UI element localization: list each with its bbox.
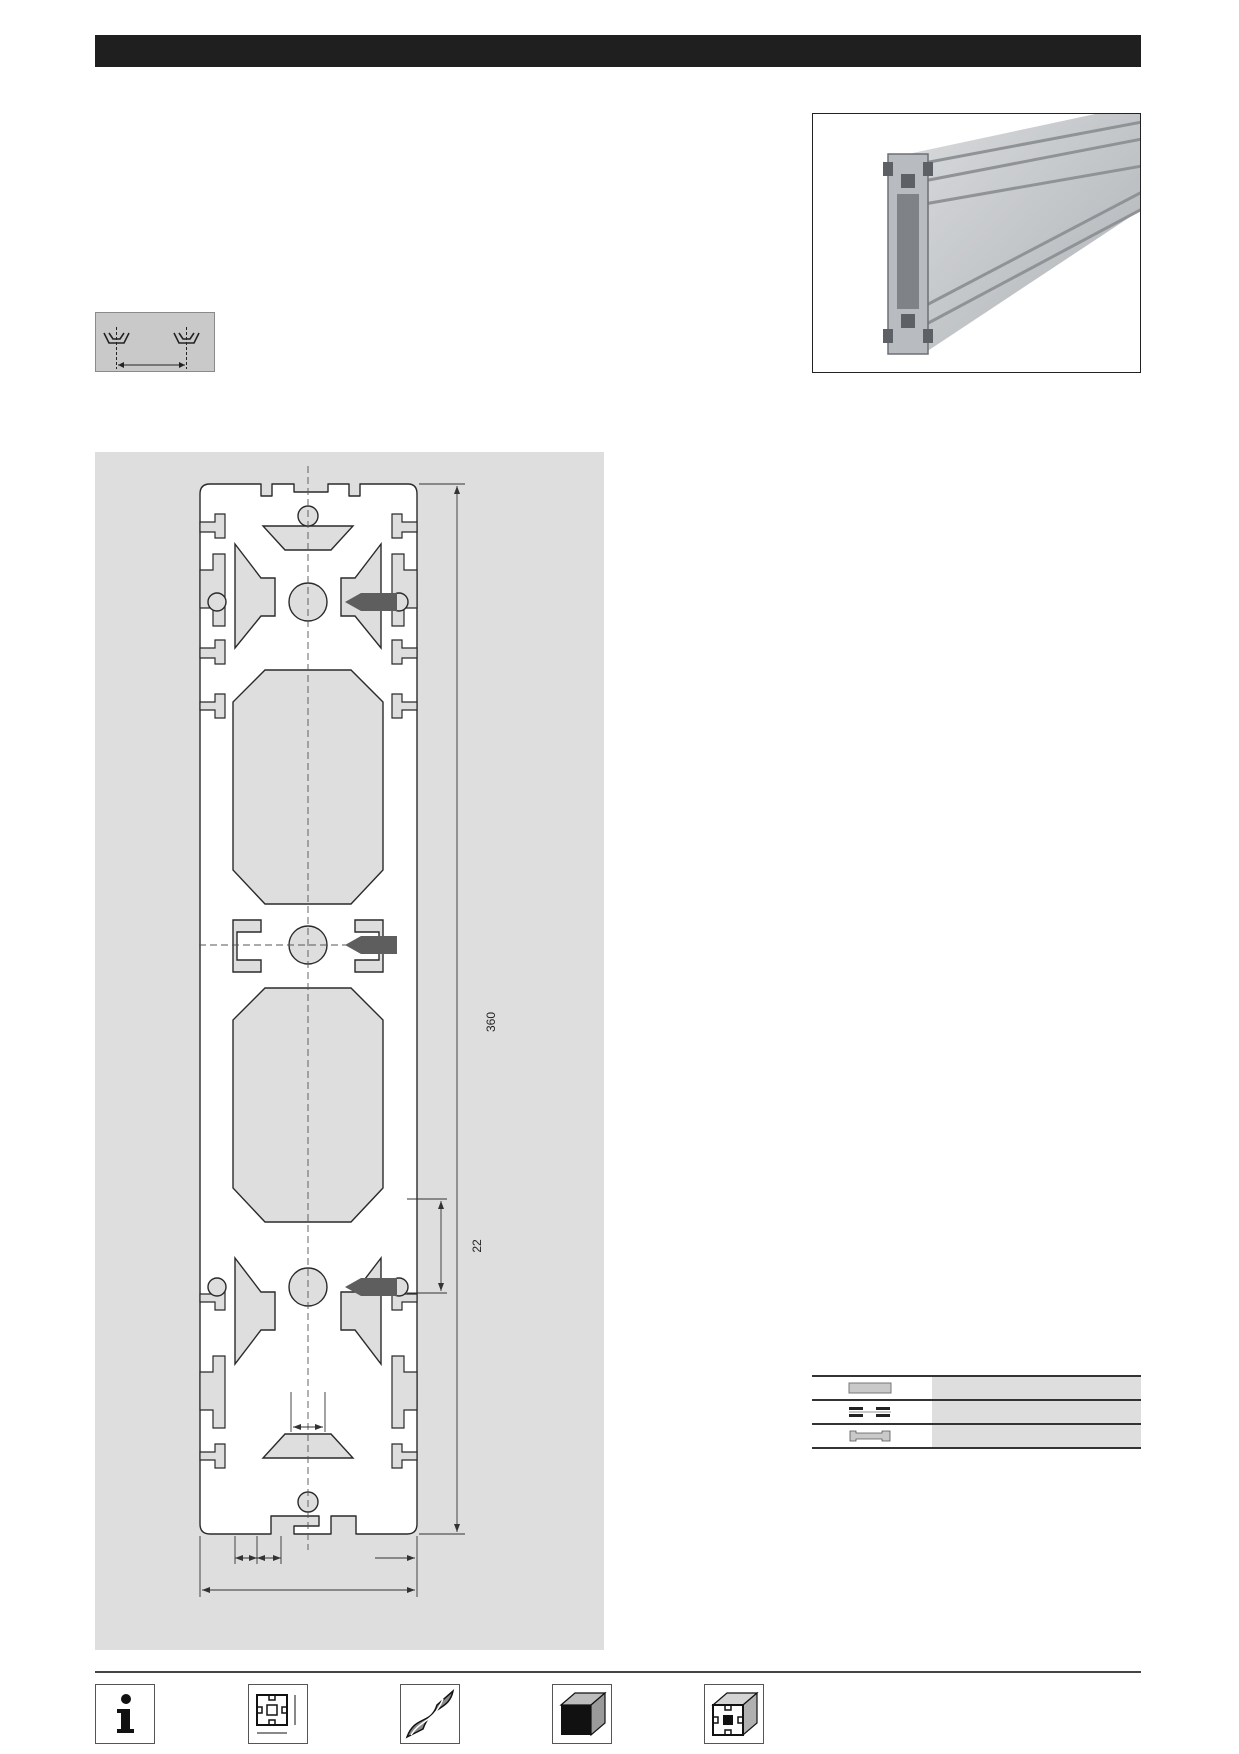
footer-rule [95,1671,1141,1673]
slot-pitch-dimension: 22 [470,1239,484,1253]
height-dimension: 360 [484,1012,498,1032]
legend-row-cover [812,1425,1141,1449]
info-icon [95,1684,155,1744]
profile-section-icon [248,1684,308,1744]
twisted-profile-icon [400,1684,460,1744]
plain-profile-symbol [848,1382,892,1394]
profile-corner-icon [704,1684,764,1744]
legend-row-closed [812,1401,1141,1425]
cross-section-drawing: 360 22 [95,452,604,1650]
closed-slot-symbol [849,1407,891,1417]
slot-spacing-pictogram [95,312,215,372]
profile-photo [812,113,1141,373]
profile-end-icon [552,1684,612,1744]
legend-row-open [812,1375,1141,1401]
profile-legend-table [812,1375,1141,1449]
cover-profile-symbol [849,1430,891,1442]
header-bar [95,35,1141,67]
